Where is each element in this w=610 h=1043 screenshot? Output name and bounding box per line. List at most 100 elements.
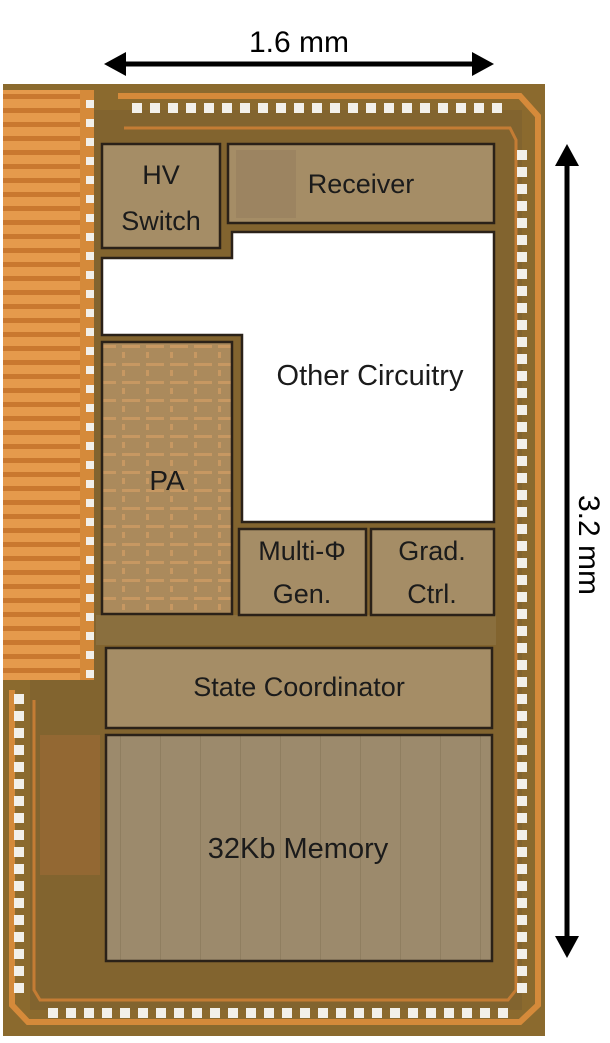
bond-pad (492, 103, 502, 113)
bond-pad (14, 847, 24, 857)
bond-pad (14, 949, 24, 959)
bond-pad (86, 176, 94, 184)
bond-pad (517, 167, 527, 177)
bond-pad (517, 524, 527, 534)
height-arrow-top-head (555, 144, 579, 166)
bond-pad (408, 1008, 418, 1018)
bond-pad (517, 881, 527, 891)
bond-pad (517, 320, 527, 330)
bond-pad (86, 613, 94, 621)
pa-block: PA (102, 342, 232, 614)
bond-pad (517, 711, 527, 721)
bond-pad (517, 218, 527, 228)
bond-pad (517, 184, 527, 194)
bond-pad (86, 442, 94, 450)
bond-pad (14, 932, 24, 942)
bond-pad (517, 592, 527, 602)
receiver-label: Receiver (308, 169, 415, 199)
bond-pad (517, 422, 527, 432)
bond-pad (300, 1008, 310, 1018)
bond-pad (264, 1008, 274, 1018)
bond-pad (294, 103, 304, 113)
grad-ctrl-block: Grad. Ctrl. (371, 529, 494, 615)
bond-pad (86, 214, 94, 222)
bond-pad (86, 271, 94, 279)
bond-pad (192, 1008, 202, 1018)
bond-pad (517, 201, 527, 211)
bond-pad (228, 1008, 238, 1018)
bond-pad (86, 480, 94, 488)
bond-pad (174, 1008, 184, 1018)
bond-pad (14, 830, 24, 840)
bond-pad (517, 286, 527, 296)
bond-pad (517, 796, 527, 806)
multi-phase-gen-block: Multi-Φ Gen. (239, 529, 366, 615)
bond-pad (517, 847, 527, 857)
bond-pad (517, 915, 527, 925)
bond-pad (312, 103, 322, 113)
bond-pad (86, 518, 94, 526)
bond-pad (517, 558, 527, 568)
bond-pad (474, 103, 484, 113)
bond-pad (354, 1008, 364, 1018)
bond-pad (444, 1008, 454, 1018)
bond-pad (372, 1008, 382, 1018)
bond-pad (86, 651, 94, 659)
bond-pad (517, 762, 527, 772)
bond-pad (14, 711, 24, 721)
bond-pad (517, 456, 527, 466)
height-label: 3.2 mm (572, 495, 605, 595)
height-dimension: 3.2 mm (555, 144, 605, 958)
bond-pad (517, 609, 527, 619)
bond-pad (14, 983, 24, 993)
bond-pad (86, 233, 94, 241)
bond-pad (86, 404, 94, 412)
bond-pad (86, 423, 94, 431)
bond-pad (86, 385, 94, 393)
bond-pad (14, 898, 24, 908)
bond-pad (426, 1008, 436, 1018)
bond-pad (14, 796, 24, 806)
bond-pad (86, 290, 94, 298)
bond-pad (86, 632, 94, 640)
bond-pad (86, 328, 94, 336)
bond-pad (14, 694, 24, 704)
bond-pad (318, 1008, 328, 1018)
bond-pad (517, 575, 527, 585)
bond-pad (438, 103, 448, 113)
bond-pad (517, 405, 527, 415)
bond-pad (86, 138, 94, 146)
bond-pad (384, 103, 394, 113)
hv-switch-label-line2: Switch (121, 206, 201, 236)
bond-pad (420, 103, 430, 113)
bond-pad (517, 371, 527, 381)
bond-pad (48, 1008, 58, 1018)
bond-pad (86, 157, 94, 165)
bond-pad (14, 762, 24, 772)
bond-pad (517, 150, 527, 160)
bond-pad (282, 1008, 292, 1018)
bond-pad (14, 813, 24, 823)
bond-pad (168, 103, 178, 113)
bond-pad (102, 1008, 112, 1018)
bond-pad (86, 119, 94, 127)
io-logic-area (40, 735, 100, 875)
bond-pad (517, 813, 527, 823)
bond-pad (14, 966, 24, 976)
bond-pad (86, 309, 94, 317)
pa-label: PA (149, 465, 185, 496)
bond-pad (480, 1008, 490, 1018)
bond-pad (390, 1008, 400, 1018)
bond-pad (150, 103, 160, 113)
bond-pad (517, 643, 527, 653)
bond-pad (86, 461, 94, 469)
receiver-block: Receiver (228, 144, 494, 223)
height-arrow-bottom-head (555, 936, 579, 958)
bond-pad (14, 864, 24, 874)
other-circuitry-label: Other Circuitry (277, 360, 464, 392)
bond-pad (498, 1008, 508, 1018)
bond-pad (66, 1008, 76, 1018)
bond-pad (86, 575, 94, 583)
bond-pad (517, 728, 527, 738)
grad-ctrl-label-line2: Ctrl. (407, 579, 457, 609)
